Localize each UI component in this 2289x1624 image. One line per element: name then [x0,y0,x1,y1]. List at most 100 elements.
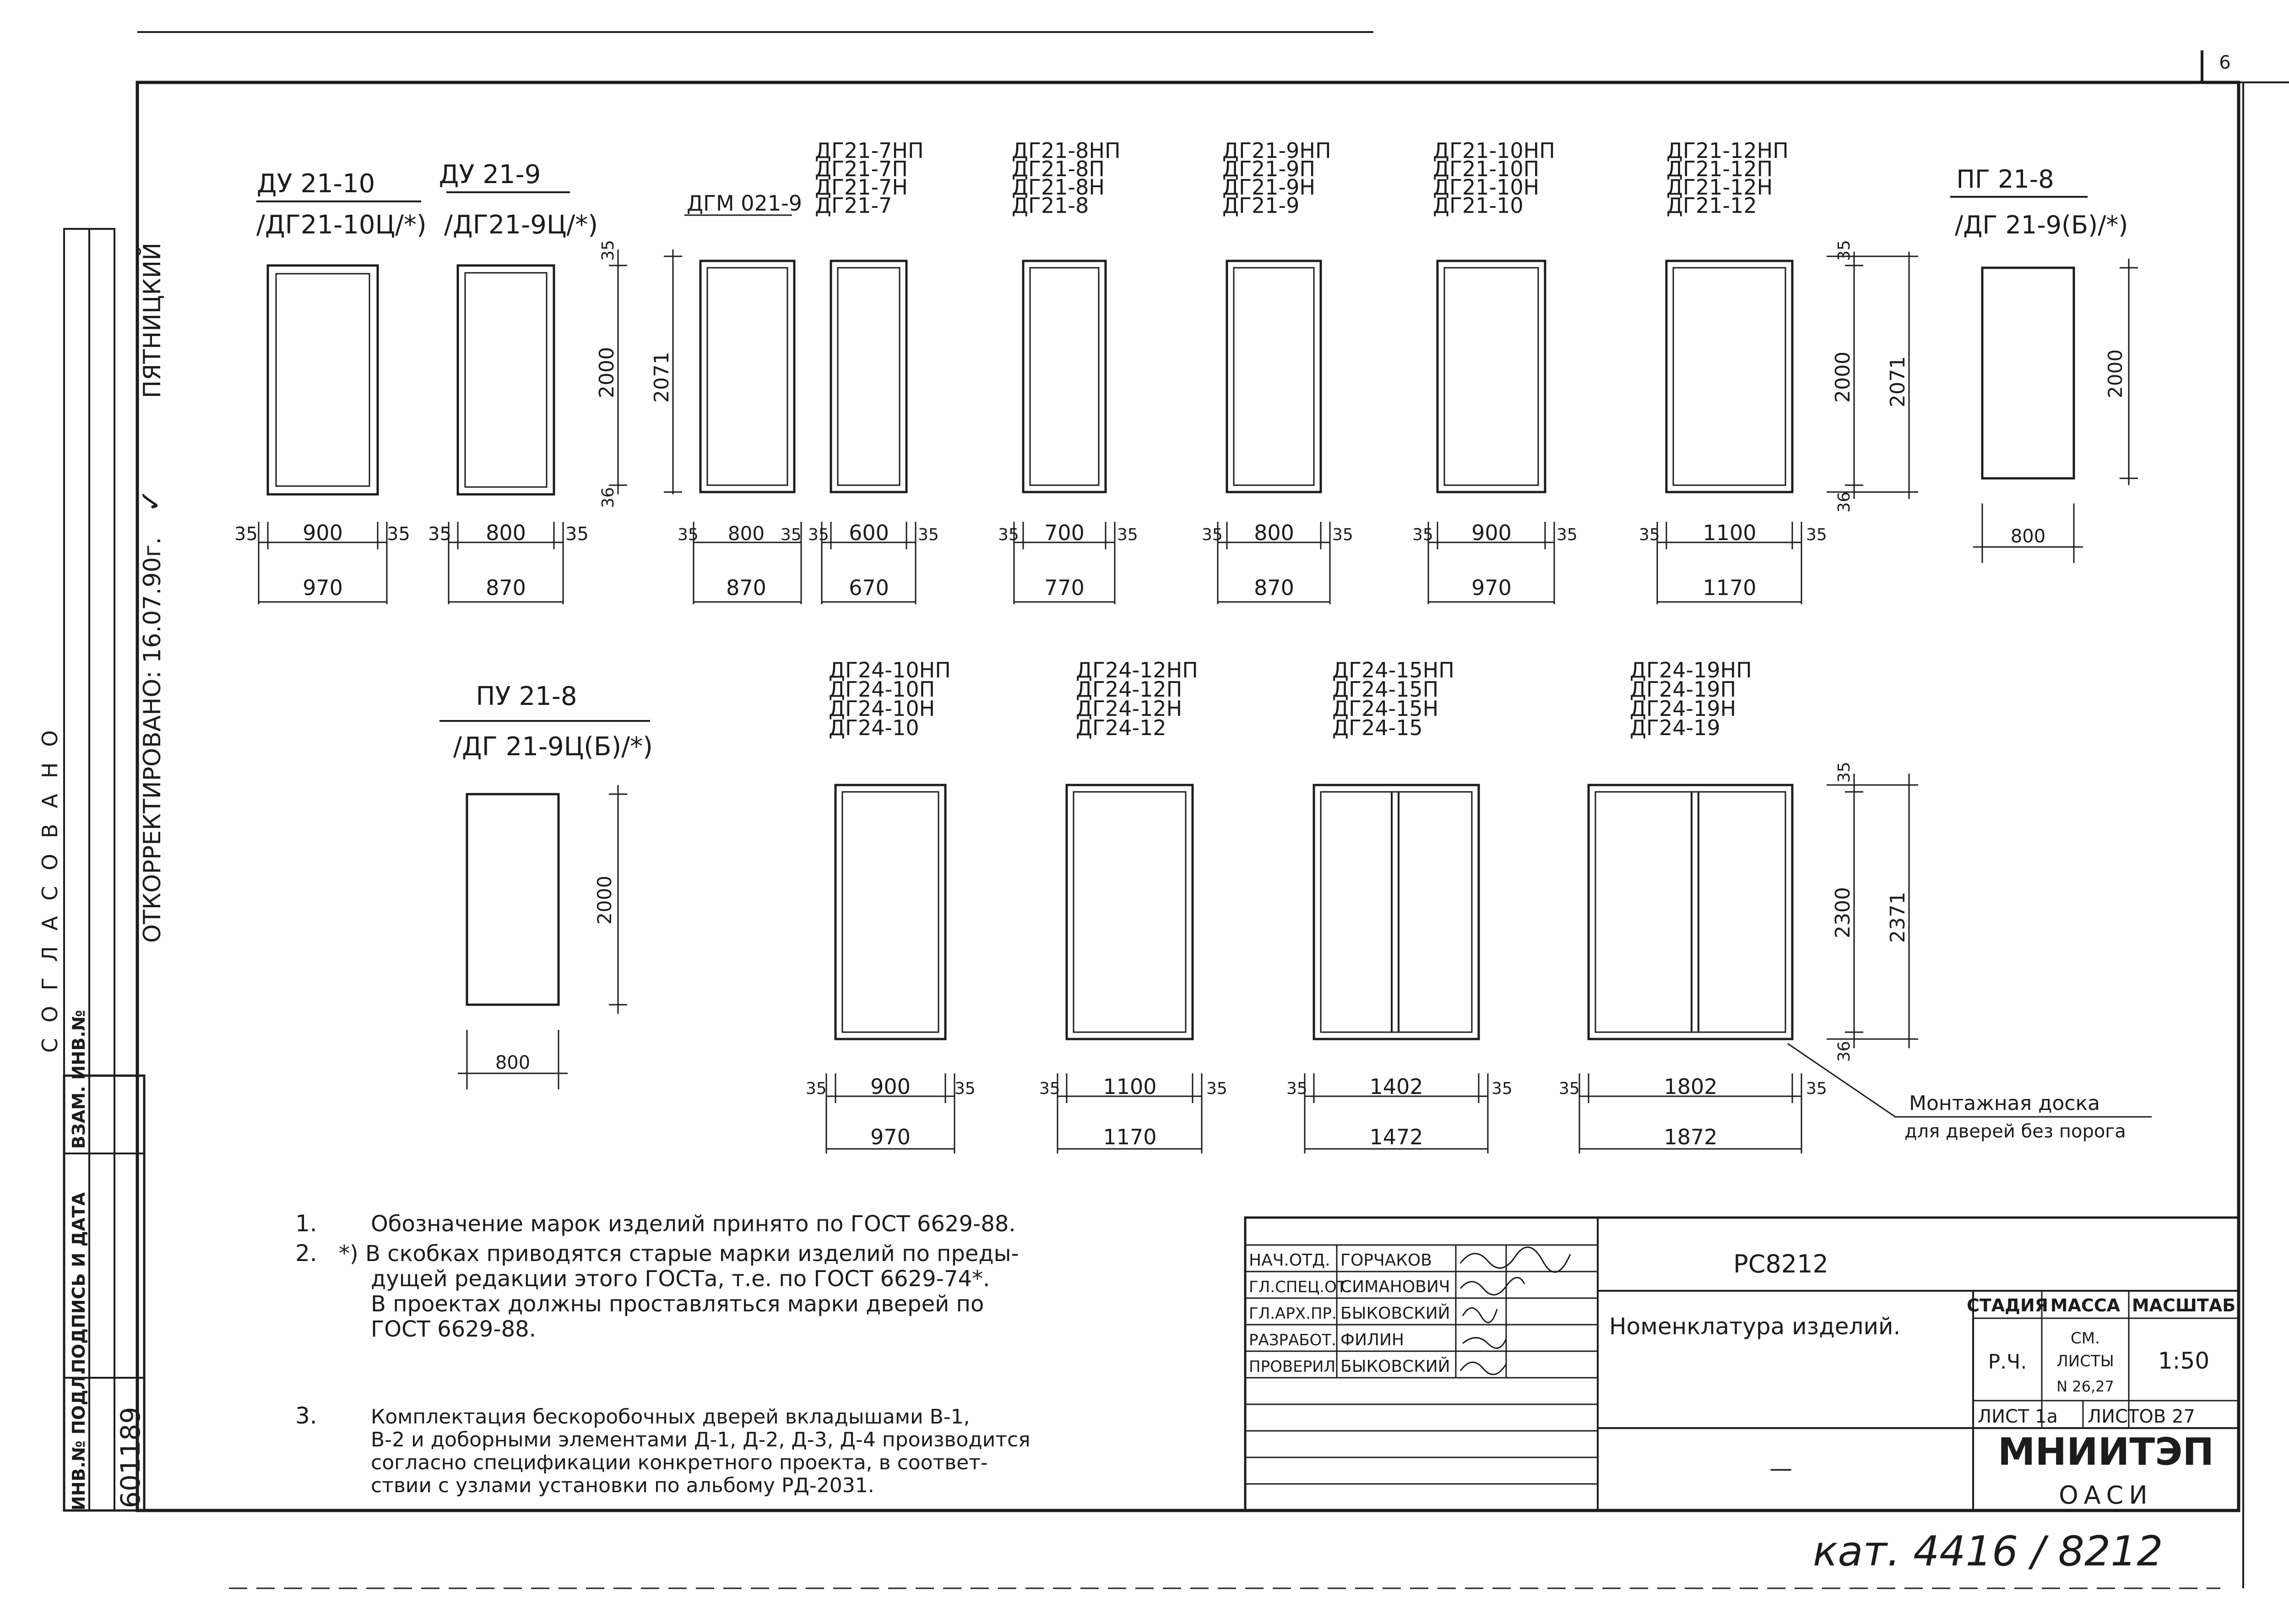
svg-text:800: 800 [495,1052,530,1073]
svg-text:ГОРЧАКОВ: ГОРЧАКОВ [1340,1251,1432,1270]
door-outline [466,793,560,1006]
svg-text:ДГ21-9НП: ДГ21-9НП [1222,138,1331,163]
svg-text:35: 35 [1806,525,1827,544]
door-outline [830,260,908,493]
svg-text:35: 35 [998,525,1019,544]
note-3-line-3: согласно спецификации конкретного проект… [371,1451,988,1474]
svg-text:800: 800 [1254,520,1294,545]
svg-text:35: 35 [678,525,699,544]
svg-text:ДГ21-9П: ДГ21-9П [1222,157,1315,181]
svg-text:ПУ 21-8: ПУ 21-8 [476,682,577,711]
svg-text:35: 35 [428,524,451,545]
sheet-border [136,81,2240,1512]
svg-text:ДГ21-8П: ДГ21-8П [1012,157,1105,181]
svg-text:ДГ21-7: ДГ21-7 [815,193,892,218]
svg-text:35: 35 [1492,1079,1513,1098]
svg-text:1170: 1170 [1103,1125,1156,1149]
svg-text:/ДГ 21-9Ц(Б)/*): /ДГ 21-9Ц(Б)/*) [453,732,653,762]
svg-text:ДГ21-7НП: ДГ21-7НП [815,138,924,163]
svg-text:35: 35 [1202,525,1223,544]
svg-text:670: 670 [849,575,889,600]
svg-text:35: 35 [1039,1079,1060,1098]
svg-text:1402: 1402 [1369,1074,1423,1099]
svg-text:970: 970 [1471,575,1512,600]
door-outline [1665,260,1794,493]
svg-text:НАЧ.ОТД.: НАЧ.ОТД. [1249,1251,1330,1270]
svg-text:ДГ21-10Н: ДГ21-10Н [1433,175,1539,200]
svg-text:ДГ24-12Н: ДГ24-12Н [1076,696,1182,721]
svg-text:35: 35 [234,524,258,545]
door-outline [1022,260,1107,493]
door-dg21-9: ДГ21-9НП ДГ21-9П ДГ21-9Н ДГ21-9 800 870 … [1202,138,1353,604]
svg-text:ДГ24-12: ДГ24-12 [1076,715,1166,740]
svg-text:ЛИСТ 1а: ЛИСТ 1а [1978,1406,2058,1427]
door-dg21-10: ДГ21-10НП ДГ21-10П ДГ21-10Н ДГ21-10 900 … [1412,138,1578,604]
door-outline [1226,260,1322,493]
svg-text:РАЗРАБОТ.: РАЗРАБОТ. [1249,1331,1336,1349]
door-dg21-7: ДГ21-7НП ДГ21-7П ДГ21-7Н ДГ21-7 600 670 … [808,138,939,604]
svg-text:N 26,27: N 26,27 [2056,1378,2114,1395]
left-margin-stamp: СОГЛАСОВАНО ОТКОРРЕКТИРОВАНО: 16.07.90г.… [38,228,167,1512]
callout-line-1: Монтажная доска [1909,1092,2100,1115]
svg-text:ПРОВЕРИЛ: ПРОВЕРИЛ [1249,1358,1335,1376]
svg-text:35: 35 [1557,525,1578,544]
svg-text:1.: 1. [295,1210,317,1237]
corrector-name: ПЯТНИЦКИЙ [138,243,166,398]
door-outline [1313,784,1480,1040]
door-outline [1587,784,1794,1040]
svg-text:1802: 1802 [1664,1074,1717,1099]
svg-text:35: 35 [1806,1079,1827,1098]
svg-text:2000: 2000 [593,876,616,925]
svg-text:ДГ24-19П: ДГ24-19П [1630,677,1736,702]
svg-text:ДГ21-8Н: ДГ21-8Н [1012,175,1105,200]
svg-text:ДГ21-10НП: ДГ21-10НП [1433,138,1555,163]
svg-text:2000: 2000 [1831,352,1855,403]
svg-text:35: 35 [1286,1079,1307,1098]
door-du21-10: ДУ 21-10 /ДГ21-10Ц/*) 900 970 35 35 [234,169,427,604]
door-dg24-10: ДГ24-10НП ДГ24-10П ДГ24-10Н ДГ24-10 900 … [806,658,976,1153]
svg-text:ДГ24-12НП: ДГ24-12НП [1076,658,1198,682]
svg-text:ПГ 21-8: ПГ 21-8 [1956,165,2054,194]
svg-text:ДГ21-10: ДГ21-10 [1433,193,1524,218]
svg-text:ДГ24-15НП: ДГ24-15НП [1332,658,1454,682]
svg-text:35: 35 [1332,525,1353,544]
svg-text:ДГ24-19Н: ДГ24-19Н [1630,696,1736,721]
svg-text:35: 35 [1835,762,1854,783]
door-dg21-8: ДГ21-8НП ДГ21-8П ДГ21-8Н ДГ21-8 700 770 … [998,138,1138,604]
svg-text:СИМАНОВИЧ: СИМАНОВИЧ [1340,1278,1450,1296]
drawing-code: РС8212 [1733,1250,1828,1278]
svg-text:ДГ21-7Н: ДГ21-7Н [815,175,908,200]
svg-text:2071: 2071 [1886,356,1909,407]
door-old-mark: /ДГ21-10Ц/*) [256,210,427,240]
organization: МНИИТЭП [1998,1430,2214,1474]
door-outline [699,260,796,493]
inv-number: 601189 [115,1407,146,1508]
svg-text:ДГ21-9: ДГ21-9 [1222,193,1299,218]
svg-text:35: 35 [1639,525,1660,544]
svg-text:1100: 1100 [1703,520,1756,545]
signature-scribble [1459,1277,1525,1296]
svg-text:БЫКОВСКИЙ: БЫКОВСКИЙ [1340,1304,1450,1323]
svg-text:35: 35 [955,1079,976,1098]
svg-text:35: 35 [1412,525,1433,544]
note-2-line-3: В проектах должны проставляться марки дв… [371,1291,984,1317]
svg-text:36: 36 [1835,1041,1854,1062]
svg-text:35: 35 [918,525,939,544]
repl-inv-label: ВЗАМ. ИНВ.№ [69,1010,89,1149]
signature-scribble [1462,1337,1507,1349]
svg-text:870: 870 [1254,575,1294,600]
svg-text:ДГМ 021-9: ДГМ 021-9 [687,191,802,216]
door-du21-9: ДУ 21-9 /ДГ21-9Ц/*) 800 870 35 35 [428,160,598,604]
door-dg24-12: ДГ24-12НП ДГ24-12П ДГ24-12Н ДГ24-12 1100… [1039,658,1227,1153]
svg-text:СМ.: СМ. [2071,1329,2100,1348]
svg-text:—: — [1769,1455,1792,1482]
callout-leader [1787,1043,2152,1118]
note-2-line-2: дущей редакции этого ГОСТа, т.е. по ГОСТ… [371,1266,990,1292]
svg-text:770: 770 [1044,575,1085,600]
svg-text:35: 35 [565,524,589,545]
svg-text:СТАДИЯ: СТАДИЯ [1967,1295,2048,1315]
svg-text:ЛИСТОВ 27: ЛИСТОВ 27 [2088,1406,2195,1427]
svg-text:35: 35 [1559,1079,1580,1098]
door-outline [456,264,555,496]
